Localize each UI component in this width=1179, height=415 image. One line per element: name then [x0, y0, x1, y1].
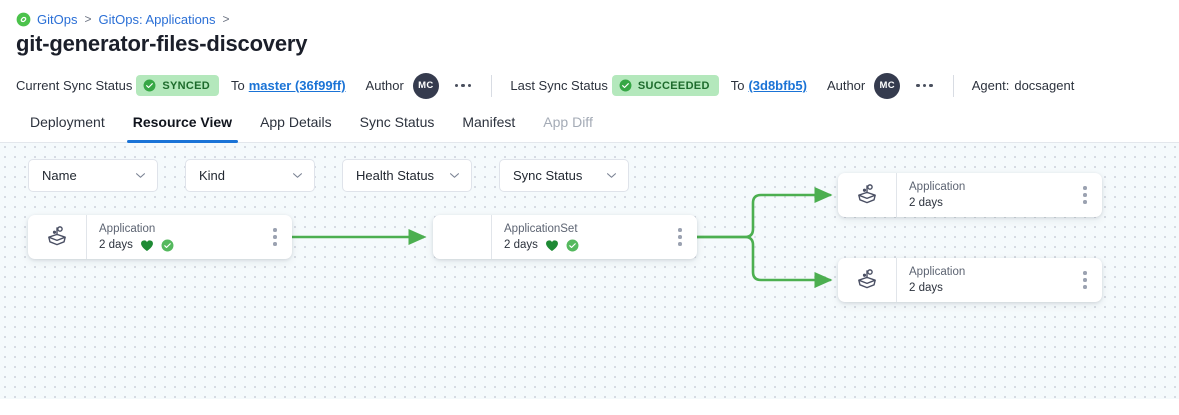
last-revision-link[interactable]: (3d8bfb5): [748, 78, 807, 93]
sync-check-icon: [566, 239, 579, 252]
breadcrumb: GitOps > GitOps: Applications >: [0, 0, 1179, 28]
filter-health-status[interactable]: Health Status: [342, 159, 472, 192]
last-sync-status-badge: SUCCEEDED: [611, 75, 719, 96]
tab-deployment[interactable]: Deployment: [30, 114, 105, 130]
current-revision-link[interactable]: master (36f99ff): [248, 78, 346, 93]
current-sync-status-label: Current Sync Status: [16, 78, 133, 93]
node-body: dev-guestbook Application 2 days: [896, 173, 1068, 217]
breadcrumb-item-gitops-applications[interactable]: GitOps: Applications: [98, 11, 216, 27]
application-icon: [858, 184, 876, 204]
check-circle-icon: [143, 79, 156, 92]
node-more-options-icon[interactable]: [663, 228, 697, 246]
node-more-options-icon[interactable]: [258, 228, 292, 246]
current-to-label: To: [230, 78, 245, 93]
resource-graph-canvas[interactable]: Name Kind Health Status Sync Status: [0, 143, 1179, 399]
agent-info: Agent: docsagent: [972, 78, 1075, 93]
filter-name[interactable]: Name: [28, 159, 158, 192]
current-sync-status-badge-text: SYNCED: [162, 79, 210, 92]
graph-node-guestbook[interactable]: guestbook ApplicationSet 2 days: [433, 215, 697, 259]
filter-kind[interactable]: Kind: [185, 159, 315, 192]
gitops-icon: [16, 12, 31, 26]
node-kind: Application: [99, 223, 156, 235]
node-body: guestbook ApplicationSet 2 days: [491, 215, 663, 259]
status-divider: [952, 74, 954, 97]
tab-app-diff: App Diff: [543, 114, 593, 130]
current-more-options-icon[interactable]: [453, 78, 474, 94]
tab-resource-view[interactable]: Resource View: [119, 114, 246, 143]
chevron-down-icon: [606, 173, 617, 178]
application-icon: [858, 269, 876, 289]
tab-sync-status[interactable]: Sync Status: [359, 114, 435, 130]
status-bar: Current Sync Status SYNCED To master (36…: [0, 57, 1179, 101]
node-kind: Application: [909, 181, 966, 193]
tab-app-details[interactable]: App Details: [260, 114, 332, 130]
graph-node-dev-guestbook[interactable]: dev-guestbook Application 2 days: [838, 173, 1102, 217]
filter-sync-status-label: Sync Status: [513, 168, 583, 183]
check-circle-icon: [619, 79, 632, 92]
node-age: 2 days: [99, 239, 133, 251]
node-kind: ApplicationSet: [504, 223, 578, 235]
chevron-down-icon: [135, 173, 146, 178]
application-icon: [48, 226, 66, 246]
node-meta: 2 days: [909, 196, 1068, 211]
tab-manifest[interactable]: Manifest: [462, 114, 516, 130]
last-more-options-icon[interactable]: [914, 78, 935, 94]
current-sync-status-badge: SYNCED: [136, 75, 219, 96]
tab-bar: Deployment Resource View App Details Syn…: [0, 101, 1179, 143]
current-author-avatar[interactable]: MC: [412, 72, 439, 99]
agent-label: Agent:: [971, 78, 1010, 93]
node-body: git-generator-files-disco... Application…: [86, 215, 258, 259]
status-divider: [491, 74, 493, 97]
node-meta: 2 days: [504, 238, 663, 253]
node-icon-wrap: [838, 182, 896, 208]
filter-name-label: Name: [42, 168, 77, 183]
filter-bar: Name Kind Health Status Sync Status: [28, 159, 629, 192]
edge-guestbook-to-dev-guestbook: [695, 186, 833, 239]
node-more-options-icon[interactable]: [1068, 271, 1102, 289]
last-to-label: To: [730, 78, 745, 93]
node-meta: 2 days: [909, 281, 1068, 296]
breadcrumb-separator: >: [84, 12, 92, 26]
agent-value: docsagent: [1014, 78, 1075, 93]
chevron-down-icon: [449, 173, 460, 178]
sync-check-icon: [161, 239, 174, 252]
edge-guestbook-to-prod-guestbook: [695, 235, 833, 289]
last-author-avatar[interactable]: MC: [874, 72, 901, 99]
graph-node-prod-guestbook[interactable]: prod-guestbook Application 2 days: [838, 258, 1102, 302]
last-sync-status-badge-text: SUCCEEDED: [637, 79, 710, 92]
node-body: prod-guestbook Application 2 days: [896, 258, 1068, 302]
node-age: 2 days: [909, 282, 943, 294]
breadcrumb-item-gitops[interactable]: GitOps: [37, 11, 78, 27]
graph-node-git-generator-files-discovery[interactable]: git-generator-files-disco... Application…: [28, 215, 292, 259]
node-age: 2 days: [504, 239, 538, 251]
node-kind: Application: [909, 266, 966, 278]
node-icon-wrap: [28, 224, 86, 250]
filter-sync-status[interactable]: Sync Status: [499, 159, 629, 192]
current-author-label: Author: [365, 78, 404, 93]
chevron-down-icon: [292, 173, 303, 178]
last-author-label: Author: [826, 78, 866, 93]
filter-kind-label: Kind: [199, 168, 226, 183]
health-heart-icon: [545, 240, 558, 252]
page-title: git-generator-files-discovery: [16, 31, 308, 56]
health-heart-icon: [140, 240, 153, 252]
filter-health-status-label: Health Status: [356, 168, 435, 183]
last-sync-status-label: Last Sync Status: [510, 78, 608, 93]
node-icon-wrap: [838, 267, 896, 293]
node-meta: 2 days: [99, 238, 258, 253]
node-age: 2 days: [909, 197, 943, 209]
node-more-options-icon[interactable]: [1068, 186, 1102, 204]
breadcrumb-separator: >: [222, 12, 230, 26]
